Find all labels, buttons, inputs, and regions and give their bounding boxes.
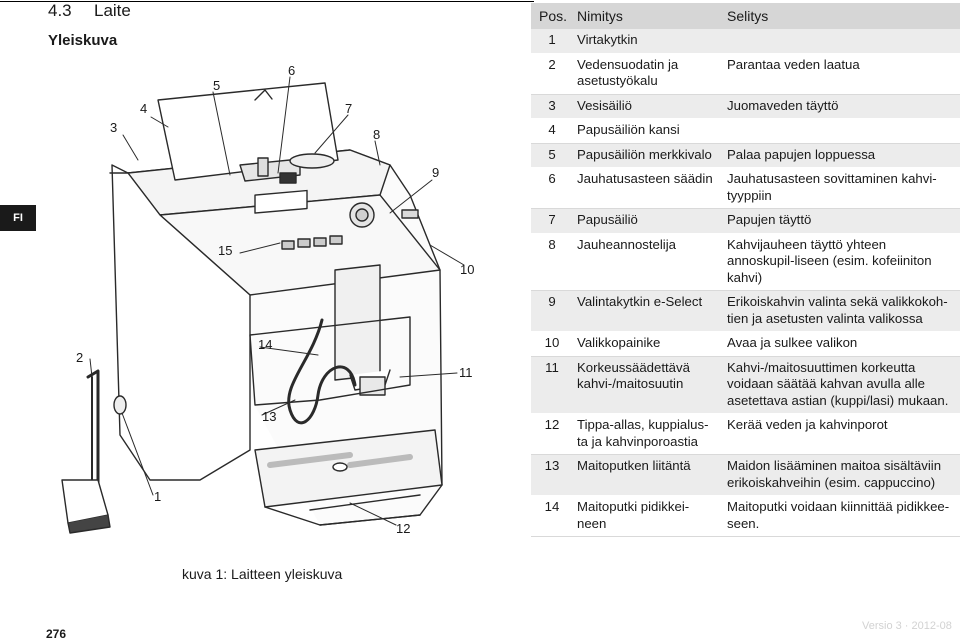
cell-name: Korkeussäädettävä kahvi-/maitosuutin (571, 356, 722, 414)
cell-description: Papujen täyttö (721, 208, 960, 234)
cell-description: Parantaa veden laatua (721, 53, 960, 95)
cell-name: Tippa-allas, kuppialus-ta ja kahvinporoa… (571, 413, 722, 455)
callout-10: 10 (460, 262, 474, 277)
figure-caption: kuva 1: Laitteen yleiskuva (182, 566, 343, 582)
callout-12: 12 (396, 521, 410, 536)
cell-name: Valikkopainike (571, 331, 722, 357)
callout-1: 1 (154, 489, 161, 504)
cell-pos: 13 (531, 454, 572, 496)
cell-pos: 6 (531, 167, 572, 209)
callout-2: 2 (76, 350, 83, 365)
section-number: 4.3 (48, 1, 72, 20)
table-header-row: Pos. Nimitys Selitys (531, 3, 960, 29)
callout-6: 6 (288, 63, 295, 78)
callout-7: 7 (345, 101, 352, 116)
cell-name: Jauhatusasteen säädin (571, 167, 722, 209)
callout-11: 11 (459, 365, 473, 380)
cell-pos: 9 (531, 290, 572, 332)
header-description: Selitys (721, 3, 960, 29)
cell-description: Kahvi-/maitosuuttimen korkeutta voidaan … (721, 356, 960, 414)
cell-description: Avaa ja sulkee valikon (721, 331, 960, 357)
cell-description: Palaa papujen loppuessa (721, 143, 960, 168)
header-name: Nimitys (571, 3, 722, 29)
cell-pos: 1 (531, 29, 572, 54)
cell-pos: 8 (531, 233, 572, 291)
cell-pos: 3 (531, 94, 572, 119)
cell-name: Papusäiliön merkkivalo (571, 143, 722, 168)
cell-pos: 5 (531, 143, 572, 168)
overview-heading: Yleiskuva (48, 32, 118, 49)
header-pos: Pos. (531, 3, 572, 29)
cell-name: Maitoputki pidikkei-neen (571, 495, 722, 537)
version-label: Versio 3 · 2012-08 (862, 620, 952, 632)
callout-13: 13 (262, 409, 276, 424)
cell-pos: 14 (531, 495, 572, 537)
coffee-machine-illustration: 1 2 3 4 5 6 7 8 9 10 11 12 13 14 15 (50, 55, 520, 565)
cell-name: Vedensuodatin ja asetustyökalu (571, 53, 722, 95)
section-title: Laite (94, 1, 131, 20)
cell-description: Erikoiskahvin valinta sekä valikkokoh-ti… (721, 290, 960, 332)
cell-name: Jauheannostelija (571, 233, 722, 291)
callout-5: 5 (213, 78, 220, 93)
cell-pos: 11 (531, 356, 572, 414)
cell-description: Juomaveden täyttö (721, 94, 960, 119)
callout-15: 15 (218, 243, 232, 258)
cell-pos: 12 (531, 413, 572, 455)
callout-14: 14 (258, 337, 272, 352)
cell-name: Valintakytkin e-Select (571, 290, 722, 332)
cell-pos: 7 (531, 208, 572, 234)
cell-pos: 10 (531, 331, 572, 357)
page-number: 276 (46, 627, 67, 641)
cell-name: Papusäiliön kansi (571, 118, 722, 144)
cell-pos: 4 (531, 118, 572, 144)
cell-description: Maitoputki voidaan kiinnittää pidikkee-s… (721, 495, 960, 537)
cell-description (721, 29, 960, 54)
cell-name: Virtakytkin (571, 29, 722, 54)
callout-9: 9 (432, 165, 439, 180)
callout-8: 8 (373, 127, 380, 142)
header-rule (0, 1, 534, 2)
cell-description: Maidon lisääminen maitoa sisältäviin eri… (721, 454, 960, 496)
language-tab: FI (0, 205, 36, 231)
cell-pos: 2 (531, 53, 572, 95)
cell-description: Kahvijauheen täyttö yhteen annoskupil-li… (721, 233, 960, 291)
cell-description: Jauhatusasteen sovittaminen kahvi-tyyppi… (721, 167, 960, 209)
callout-3: 3 (110, 120, 117, 135)
cell-name: Vesisäiliö (571, 94, 722, 119)
callout-4: 4 (140, 101, 147, 116)
cell-description: Kerää veden ja kahvinporot (721, 413, 960, 455)
cell-name: Papusäiliö (571, 208, 722, 234)
cell-name: Maitoputken liitäntä (571, 454, 722, 496)
cell-description (721, 118, 960, 144)
